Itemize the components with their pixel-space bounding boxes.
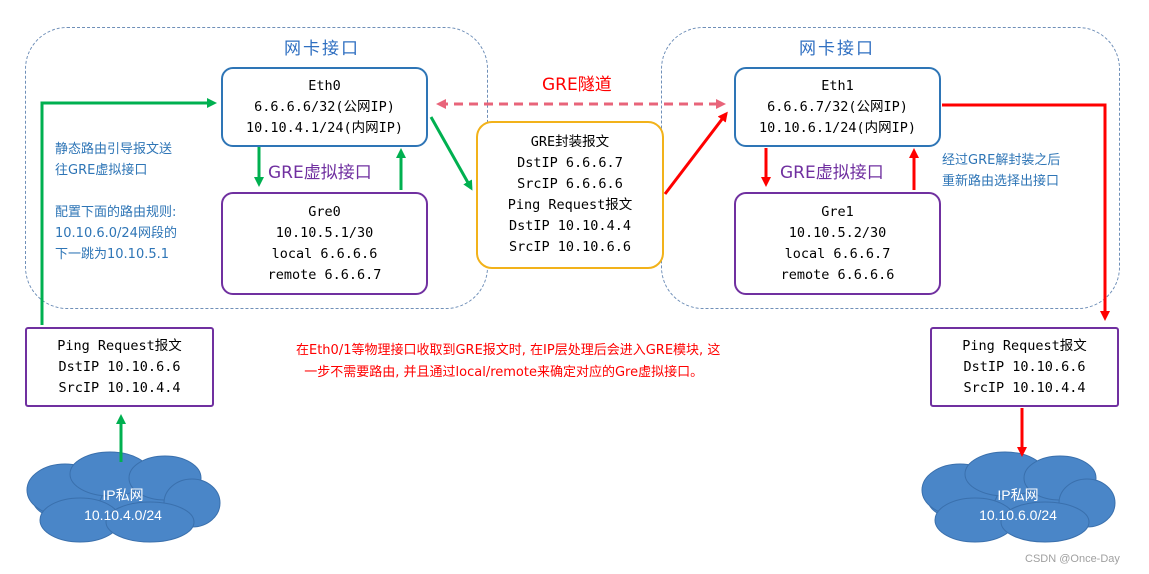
gre1-name: Gre1 xyxy=(821,203,854,220)
cloud-left-subnet: 10.10.4.0/24 xyxy=(84,507,162,523)
eth0-private-ip: 10.10.4.1/24(内网IP) xyxy=(245,119,404,136)
ping-left-title: Ping Request报文 xyxy=(57,337,182,354)
gre-tunnel-label: GRE隧道 xyxy=(542,75,612,95)
eth1-private-ip: 10.10.6.1/24(内网IP) xyxy=(758,119,917,136)
gre-packet-inner-src: SrcIP 10.10.6.6 xyxy=(509,239,631,255)
gre1-ip: 10.10.5.2/30 xyxy=(788,224,887,241)
right-zone-title: 网卡接口 xyxy=(799,39,875,59)
ping-left-src: SrcIP 10.10.4.4 xyxy=(58,379,181,396)
left-zone-title: 网卡接口 xyxy=(284,39,360,59)
cloud-right-title: IP私网 xyxy=(997,487,1039,503)
eth0-public-ip: 6.6.6.6/32(公网IP) xyxy=(254,98,395,115)
right-virtual-interface-label: GRE虚拟接口 xyxy=(780,163,884,183)
ping-request-left-box: Ping Request报文 DstIP 10.10.6.6 SrcIP 10.… xyxy=(25,327,214,407)
eth1-public-ip: 6.6.6.7/32(公网IP) xyxy=(767,98,908,115)
ping-left-dst: DstIP 10.10.6.6 xyxy=(58,358,181,375)
gre-packet-title: GRE封装报文 xyxy=(530,134,610,150)
gre-packet-box: GRE封装报文 DstIP 6.6.6.7 SrcIP 6.6.6.6 Ping… xyxy=(476,121,664,269)
gre0-ip: 10.10.5.1/30 xyxy=(275,224,374,241)
left-routing-note: 静态路由引导报文送 往GRE虚拟接口 配置下面的路由规则: 10.10.6.0/… xyxy=(55,142,177,262)
center-explanation-note: 在Eth0/1等物理接口收取到GRE报文时, 在IP层处理后会进入GRE模块, … xyxy=(296,343,721,380)
gre-packet-outer-dst: DstIP 6.6.6.7 xyxy=(517,155,623,171)
eth0-box: Eth0 6.6.6.6/32(公网IP) 10.10.4.1/24(内网IP) xyxy=(221,67,428,147)
gre0-name: Gre0 xyxy=(308,203,341,220)
cloud-left-shape xyxy=(26,451,221,543)
gre-packet-outer-src: SrcIP 6.6.6.6 xyxy=(517,176,623,192)
eth1-box: Eth1 6.6.6.7/32(公网IP) 10.10.6.1/24(内网IP) xyxy=(734,67,941,147)
ping-right-dst: DstIP 10.10.6.6 xyxy=(963,358,1086,375)
left-virtual-interface-label: GRE虚拟接口 xyxy=(268,163,372,183)
gre1-local: local 6.6.6.7 xyxy=(784,245,891,262)
cloud-left-title: IP私网 xyxy=(102,487,144,503)
cloud-right-subnet: 10.10.6.0/24 xyxy=(979,507,1057,523)
right-decap-note: 经过GRE解封装之后 重新路由选择出接口 xyxy=(942,153,1061,189)
ping-right-src: SrcIP 10.10.4.4 xyxy=(963,379,1086,396)
ping-request-right-box: Ping Request报文 DstIP 10.10.6.6 SrcIP 10.… xyxy=(930,327,1119,407)
gre1-remote: remote 6.6.6.6 xyxy=(780,266,895,283)
eth0-name: Eth0 xyxy=(308,77,341,94)
cloud-right-shape xyxy=(921,451,1116,543)
cloud-right-label: IP私网 10.10.6.0/24 xyxy=(948,485,1088,525)
gre0-box: Gre0 10.10.5.1/30 local 6.6.6.6 remote 6… xyxy=(221,192,428,295)
gre0-remote: remote 6.6.6.7 xyxy=(267,266,382,283)
gre-packet-inner-dst: DstIP 10.10.4.4 xyxy=(509,218,631,234)
ping-right-title: Ping Request报文 xyxy=(962,337,1087,354)
cloud-left-label: IP私网 10.10.4.0/24 xyxy=(53,485,193,525)
gre0-local: local 6.6.6.6 xyxy=(271,245,378,262)
gre-packet-inner-title: Ping Request报文 xyxy=(507,197,633,213)
watermark: CSDN @Once-Day xyxy=(1025,553,1120,565)
eth1-name: Eth1 xyxy=(821,77,854,94)
gre1-box: Gre1 10.10.5.2/30 local 6.6.6.7 remote 6… xyxy=(734,192,941,295)
